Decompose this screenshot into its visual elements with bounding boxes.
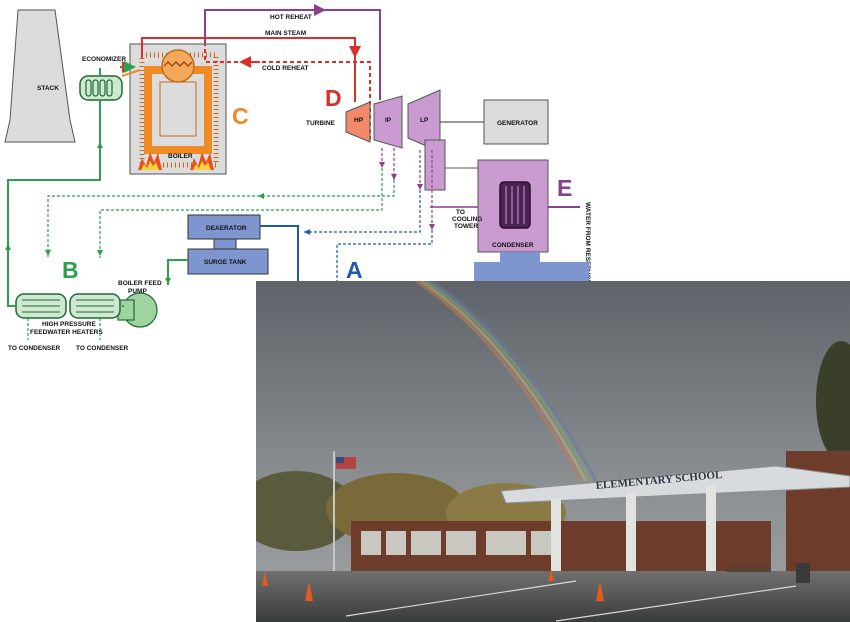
hot-reheat-line <box>204 9 381 100</box>
hp-turbine <box>345 101 371 143</box>
boiler-feed-pump-label-2: PUMP <box>128 288 147 295</box>
main-steam-line <box>141 37 356 102</box>
generator <box>483 99 549 145</box>
to-cooling-tower-label-2: COOLING <box>452 216 482 223</box>
feedwater-heaters-label-2: FEEDWATER HEATERS <box>30 329 103 336</box>
section-e-letter: E <box>557 175 572 201</box>
main-steam-label: MAIN STEAM <box>265 30 306 37</box>
feedwater-heaters-label-1: HIGH PRESSURE <box>42 321 96 328</box>
boiler-drum <box>161 49 195 83</box>
condenser-base <box>500 252 540 264</box>
to-cooling-tower-label-1: TO <box>456 209 465 216</box>
deaerator-label: DEAERATOR <box>206 225 247 232</box>
to-condenser-left-label: TO CONDENSER <box>8 345 61 352</box>
section-c-letter: C <box>232 103 249 129</box>
rainbow <box>415 281 598 482</box>
cold-reheat-label: COLD REHEAT <box>262 65 308 72</box>
ip-label: IP <box>385 117 392 124</box>
cold-reheat-line <box>204 44 371 140</box>
turbine-label: TURBINE <box>306 120 336 127</box>
generator-label: GENERATOR <box>497 120 538 127</box>
hp-label: HP <box>354 117 364 124</box>
stack-label: STACK <box>37 85 59 92</box>
boiler-label: BOILER <box>168 153 193 160</box>
condenser-label: CONDENSER <box>492 242 534 249</box>
surge-tank <box>187 248 269 275</box>
surge-tank-label: SURGE TANK <box>204 259 247 266</box>
school-canopy <box>500 465 850 504</box>
hot-reheat-label: HOT REHEAT <box>270 14 312 21</box>
section-d-letter: D <box>325 85 342 111</box>
to-condenser-right-label: TO CONDENSER <box>76 345 129 352</box>
lp-label: LP <box>420 117 429 124</box>
water-from-reservoir-label: WATER FROM RESERVOIR <box>584 202 591 286</box>
section-a-letter: A <box>346 257 363 283</box>
ip-turbine <box>373 95 403 149</box>
school-photo-scene: ELEMENTARY SCHOOL <box>256 281 850 622</box>
deaerator-blue-line <box>260 225 299 281</box>
school-photo: ELEMENTARY SCHOOL <box>256 281 850 622</box>
section-b-letter: B <box>62 257 79 283</box>
to-cooling-tower-label-3: TOWER <box>454 223 478 230</box>
boiler-feed-pump-label-1: BOILER FEED <box>118 280 162 287</box>
stack <box>4 9 76 143</box>
feedwater-main-line <box>7 100 101 307</box>
condenser-coil <box>499 181 531 229</box>
economizer-label: ECONOMIZER <box>82 56 126 63</box>
